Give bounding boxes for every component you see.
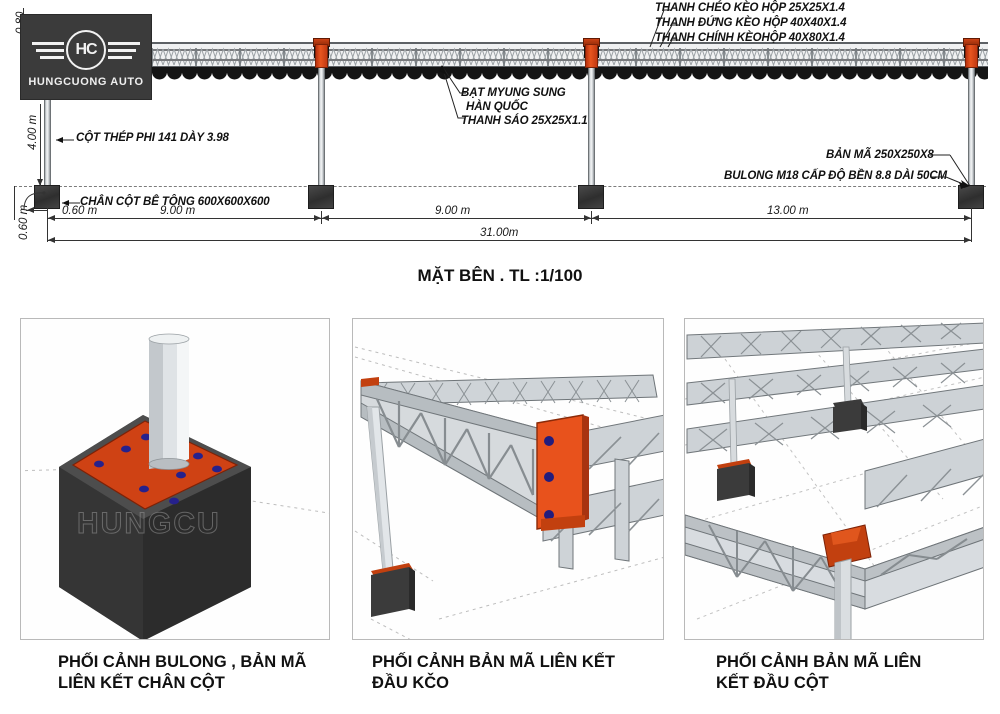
dim-line-bays (47, 218, 971, 219)
annotation-base-plate: BẢN MÃ 250X250X8 (826, 149, 934, 161)
annotation-purlin: THANH SÁO 25X25X1.1 (461, 115, 588, 127)
dim-bay-1: 9.00 m (160, 205, 196, 217)
panel-caption-column-head: PHỐI CẢNH BẢN MÃ LIÊN KẾT ĐẦU CỘT (716, 652, 921, 694)
annotation-vertical-chord: THANH ĐỨNG KÈO HỘP 40X40X1.4 (655, 17, 847, 29)
dim-line-offset (26, 210, 48, 211)
dim-arrow (322, 215, 329, 221)
steel-column (44, 68, 51, 188)
company-logo: HC HUNGCUONG AUTO (20, 14, 152, 100)
annotation-leaders-right (930, 154, 971, 189)
dim-arrow (584, 215, 591, 221)
dim-ext-line-right (971, 208, 972, 242)
caption-line-1: PHỐI CẢNH BULONG , BẢN MÃ (58, 653, 307, 671)
caption-line-1: PHỐI CẢNH BẢN MÃ LIÊN (716, 653, 922, 671)
concrete-footing (958, 185, 984, 209)
steel-column (968, 68, 975, 188)
panel-caption-base: PHỐI CẢNH BULONG , BẢN MÃ LIÊN KẾT CHÂN … (58, 652, 306, 694)
dim-arrow (48, 237, 55, 243)
annotation-anchor-bolt: BULONG M18 CẤP ĐỘ BỀN 8.8 DÀI 50CM (724, 170, 948, 182)
concrete-footing (578, 185, 604, 209)
dim-total: 31.00m (480, 227, 519, 239)
annotation-diagonal-chord: THANH CHÉO KÈO HỘP 25X25X1.4 (655, 2, 845, 14)
dim-tick (321, 211, 322, 224)
annotation-fabric-origin: HÀN QUỐC (466, 101, 528, 113)
dim-line-vertical-column (40, 104, 41, 186)
perspective-panel-truss-joint (352, 318, 664, 640)
steel-column (588, 68, 595, 188)
gusset-plate (315, 44, 328, 68)
dim-arrow (964, 237, 971, 243)
steel-column (318, 68, 325, 188)
dim-line-total (47, 240, 971, 241)
dim-arrow-down (37, 179, 43, 186)
annotation-steel-column: CỘT THÉP PHI 141 DÀY 3.98 (76, 132, 229, 144)
caption-line-1: PHỐI CẢNH BẢN MÃ LIÊN KẾT (372, 653, 615, 671)
perspective-panel-base: HUNGCU (20, 318, 330, 640)
gusset-plate (965, 44, 978, 68)
caption-line-2: ĐẦU KČO (372, 674, 449, 693)
caption-line-2: KẾT ĐẦU CỘT (716, 674, 829, 693)
fabric-valance (152, 67, 988, 83)
logo-monogram: HC (66, 30, 106, 70)
caption-line-2: LIÊN KẾT CHÂN CỘT (58, 674, 225, 693)
annotation-fabric-brand: BẠT MYUNG SUNG (461, 87, 566, 99)
dim-arrow (48, 215, 55, 221)
dim-offset: 0.60 m (62, 205, 98, 217)
dim-ext-line-left (47, 208, 48, 242)
dim-bay-2: 9.00 m (435, 205, 471, 217)
logo-brand-text: HUNGCUONG AUTO (28, 76, 144, 88)
dim-arrow (27, 207, 34, 213)
annotation-leaders-top (649, 9, 680, 48)
ground-line (14, 186, 986, 187)
dim-column-height: 4.00 m (27, 114, 39, 150)
annotation-leader-footing (62, 200, 80, 206)
annotation-main-chord: THANH CHÍNH KÈOHỘP 40X80X1.4 (655, 32, 845, 44)
dim-arrow (314, 215, 321, 221)
dim-line-vertical-footing (14, 186, 15, 220)
dim-tick (591, 211, 592, 224)
dim-arrow (592, 215, 599, 221)
origin-marker (23, 191, 46, 211)
perspective-panel-column-head (684, 318, 984, 640)
annotation-leader-column (56, 137, 74, 143)
logo-wings: HC (30, 26, 142, 74)
concrete-footing (308, 185, 334, 209)
dim-bay-3: 13.00 m (767, 205, 809, 217)
gusset-plate (585, 44, 598, 68)
dim-arrow (964, 215, 971, 221)
annotation-leaders-middle (438, 64, 466, 119)
roof-truss (152, 42, 988, 68)
panel-caption-truss-joint: PHỐI CẢNH BẢN MÃ LIÊN KẾT ĐẦU KČO (372, 652, 615, 694)
elevation-drawing: THANH CHÉO KÈO HỘP 25X25X1.4 THANH ĐỨNG … (0, 0, 1000, 300)
page-title: MẶT BÊN . TL :1/100 (417, 266, 583, 285)
annotation-concrete-footing: CHÂN CỘT BÊ TÔNG 600X600X600 (80, 196, 270, 208)
